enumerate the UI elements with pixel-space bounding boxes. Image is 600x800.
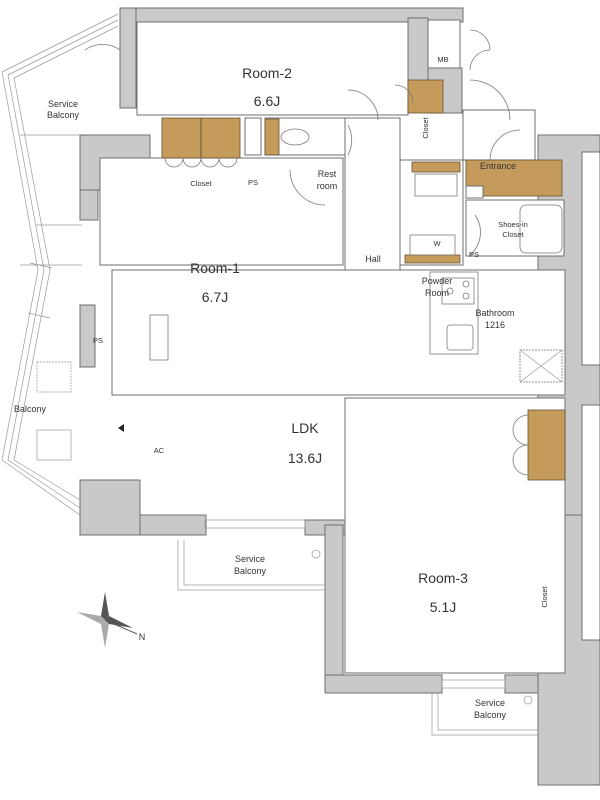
- service-balcony-bottom-outline: [177, 519, 325, 591]
- mb-label: MB: [437, 55, 448, 64]
- balcony-label: Balcony: [14, 404, 47, 414]
- fridge-space: [519, 349, 563, 383]
- closet-label: Closet: [190, 179, 212, 188]
- room3-name: Room-3: [418, 570, 468, 586]
- ps-shaft: [244, 117, 262, 156]
- ldk-size: 13.6J: [288, 450, 322, 466]
- service-balcony-label: Service: [475, 698, 505, 708]
- closet-room3: [527, 409, 566, 481]
- mb-room: [427, 19, 461, 69]
- entrance: [462, 109, 536, 161]
- washer-label: W: [433, 239, 441, 248]
- ac-label: AC: [154, 446, 165, 455]
- shoes-in-closet-label: Shoes-in: [498, 220, 528, 229]
- room-1: [99, 157, 344, 266]
- room1-name: Room-1: [190, 260, 240, 276]
- powder-room-label: Powder: [422, 276, 453, 286]
- powder-room-label: Room: [425, 288, 449, 298]
- service-balcony-label: Service: [235, 554, 265, 564]
- bathroom-size: 1216: [485, 320, 505, 330]
- powder-room: [399, 159, 464, 266]
- room-2: [136, 21, 409, 116]
- bathroom-label: Bathroom: [475, 308, 514, 318]
- restroom-label: Rest: [318, 169, 337, 179]
- ps-label: PS: [93, 336, 103, 345]
- hall: [344, 117, 401, 271]
- service-balcony-label: Balcony: [47, 110, 80, 120]
- room3-size: 5.1J: [430, 599, 456, 615]
- ac-direction-icon: [118, 424, 124, 432]
- toilet-icon: [280, 128, 310, 146]
- ldk-name: LDK: [291, 420, 319, 436]
- entrance-label: Entrance: [480, 161, 516, 171]
- service-balcony-label: Balcony: [474, 710, 507, 720]
- ps-label: PS: [248, 178, 258, 187]
- door-swings: [84, 29, 529, 476]
- bathroom: [465, 199, 565, 257]
- vanity-shelf: [404, 254, 461, 264]
- washer: [414, 173, 458, 197]
- ps-label: PS: [469, 250, 479, 259]
- compass-north-label: N: [139, 632, 146, 642]
- bathtub: [519, 204, 563, 254]
- room1-size: 6.7J: [202, 289, 228, 305]
- closet-label: Closet: [421, 116, 430, 138]
- room2-name: Room-2: [242, 65, 292, 81]
- service-balcony-label: Balcony: [234, 566, 267, 576]
- sink: [409, 234, 456, 256]
- balcony-left-outline: [1, 13, 119, 516]
- restroom-cabinet: [264, 118, 280, 156]
- ps-box: [465, 185, 484, 199]
- service-balcony-right-outline: [431, 679, 538, 736]
- washer-shelf: [411, 161, 461, 173]
- kitchen-counter: [429, 271, 479, 355]
- ldk: [111, 269, 566, 396]
- compass-icon: [77, 592, 138, 648]
- restroom-label: room: [317, 181, 338, 191]
- closet-room2: [407, 79, 444, 114]
- service-balcony-label: Service: [48, 99, 78, 109]
- ac-unit: [149, 314, 169, 361]
- closet-label: Closet: [540, 585, 549, 607]
- hall-label: Hall: [365, 254, 381, 264]
- shoes-in-closet-label: Closet: [502, 230, 524, 239]
- room2-size: 6.6J: [254, 93, 280, 109]
